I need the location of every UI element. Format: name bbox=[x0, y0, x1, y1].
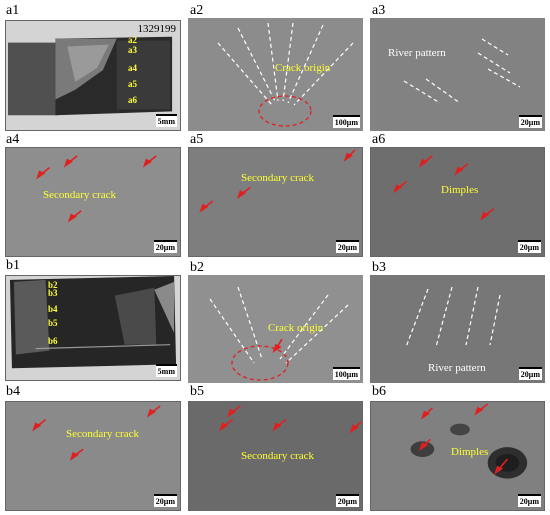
panel-b3-micrograph: River pattern 20μm bbox=[370, 259, 545, 383]
micrograph-a4 bbox=[6, 148, 180, 256]
position-label-a2: a2 bbox=[128, 35, 137, 45]
scale-bar-a4: 20μm bbox=[153, 240, 177, 253]
specimen-photo-a1 bbox=[6, 21, 180, 130]
panel-a2-micrograph: Crack origin 100μm bbox=[188, 3, 363, 131]
scale-bar-b3: 20μm bbox=[518, 367, 542, 380]
panel-b5-micrograph: Secondary crack 20μm bbox=[188, 401, 363, 511]
panel-label-b6: b6 bbox=[372, 384, 386, 399]
micrograph-a5 bbox=[189, 148, 362, 256]
panel-a6-micrograph: Dimples 20μm bbox=[370, 147, 545, 257]
annotation-secondary-crack-b4: Secondary crack bbox=[66, 428, 139, 440]
annotation-secondary-crack-b5: Secondary crack bbox=[241, 450, 314, 462]
annotation-river-pattern-b3: River pattern bbox=[428, 362, 486, 374]
annotation-dimples-a6: Dimples bbox=[441, 184, 479, 196]
sample-id-a1: 1329199 bbox=[137, 23, 177, 35]
scale-bar-b6: 20μm bbox=[517, 494, 541, 507]
panel-b1-specimen-photo: 395672 b2 b3 b4 b5 b6 5mm bbox=[5, 275, 181, 381]
panel-b2-micrograph: Crack origin 100μm bbox=[188, 259, 363, 383]
scale-bar-a1: 5mm bbox=[155, 114, 177, 127]
position-label-a5: a5 bbox=[128, 79, 137, 89]
scale-bar-a2: 100μm bbox=[332, 115, 360, 128]
panel-a4-micrograph: Secondary crack 20μm bbox=[5, 147, 181, 257]
panel-label-b4: b4 bbox=[6, 384, 20, 399]
panel-a1-specimen-photo: 1329199 a2 a3 a4 a5 a6 5mm bbox=[5, 20, 181, 131]
panel-label-b2: b2 bbox=[190, 260, 204, 275]
scale-bar-b2: 100μm bbox=[332, 367, 360, 380]
panel-label-a6: a6 bbox=[372, 132, 386, 147]
panel-label-b1: b1 bbox=[6, 258, 20, 273]
position-label-b5: b5 bbox=[48, 318, 58, 328]
panel-a3-micrograph: River pattern 20μm bbox=[370, 3, 545, 131]
position-label-a3: a3 bbox=[128, 45, 137, 55]
annotation-crack-origin-b2: Crack origin bbox=[268, 322, 324, 334]
scale-bar-a3: 20μm bbox=[518, 115, 542, 128]
micrograph-b5 bbox=[189, 402, 362, 510]
panel-label-a3: a3 bbox=[372, 3, 386, 18]
panel-label-b3: b3 bbox=[372, 260, 386, 275]
panel-label-b5: b5 bbox=[190, 384, 204, 399]
position-label-b2: b2 bbox=[48, 280, 58, 290]
position-label-b6: b6 bbox=[48, 336, 58, 346]
scale-bar-a6: 20μm bbox=[517, 240, 541, 253]
annotation-crack-origin-a2: Crack origin bbox=[275, 62, 331, 74]
panel-a5-micrograph: Secondary crack 20μm bbox=[188, 147, 363, 257]
panel-b6-micrograph: Dimples 20μm bbox=[370, 401, 545, 511]
annotation-secondary-crack-a5: Secondary crack bbox=[241, 172, 314, 184]
annotation-river-pattern-a3: River pattern bbox=[388, 47, 446, 59]
micrograph-b4 bbox=[6, 402, 180, 510]
panel-label-a5: a5 bbox=[190, 132, 204, 147]
micrograph-b2 bbox=[188, 275, 363, 383]
panel-label-a2: a2 bbox=[190, 3, 204, 18]
position-label-a6: a6 bbox=[128, 95, 137, 105]
annotation-dimples-b6: Dimples bbox=[451, 446, 489, 458]
micrograph-a6 bbox=[371, 148, 544, 256]
specimen-photo-b1 bbox=[6, 276, 180, 380]
panel-b4-micrograph: Secondary crack 20μm bbox=[5, 401, 181, 511]
micrograph-a3 bbox=[370, 18, 545, 131]
position-label-b4: b4 bbox=[48, 304, 58, 314]
panel-label-a1: a1 bbox=[6, 3, 20, 18]
scale-bar-b5: 20μm bbox=[335, 494, 359, 507]
position-label-b3: b3 bbox=[48, 288, 58, 298]
panel-label-a4: a4 bbox=[6, 132, 20, 147]
micrograph-b6 bbox=[371, 402, 544, 510]
scale-bar-a5: 20μm bbox=[335, 240, 359, 253]
scale-bar-b1: 5mm bbox=[155, 364, 177, 377]
scale-bar-b4: 20μm bbox=[153, 494, 177, 507]
micrograph-b3 bbox=[370, 275, 545, 383]
micrograph-a2 bbox=[188, 18, 363, 131]
annotation-secondary-crack-a4: Secondary crack bbox=[43, 189, 116, 201]
position-label-a4: a4 bbox=[128, 63, 137, 73]
